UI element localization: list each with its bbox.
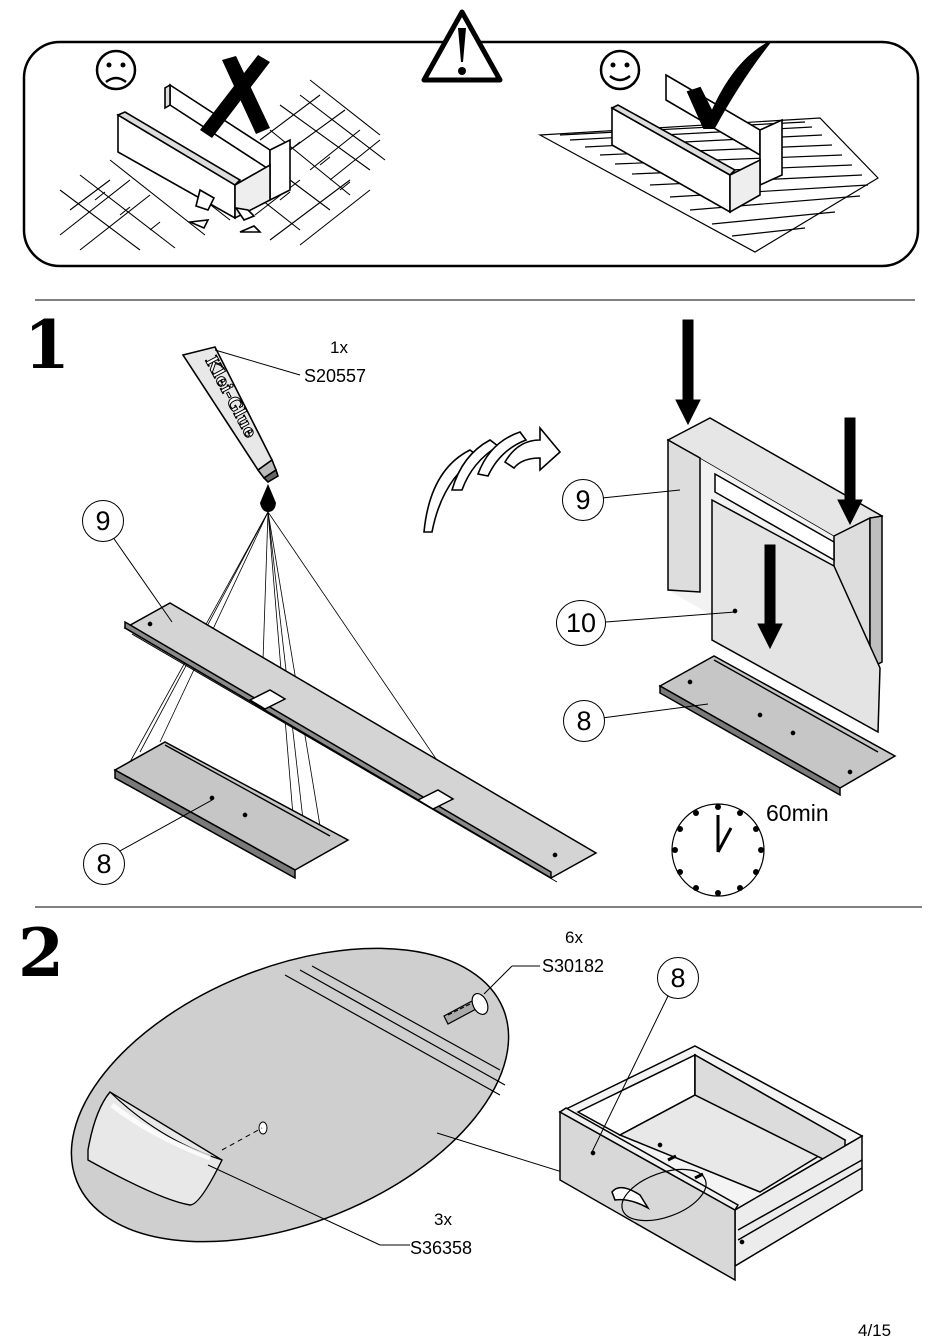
- wrong-cross-icon: [200, 55, 270, 138]
- leader-9-left: [109, 532, 173, 623]
- smiley-face-icon: [599, 49, 641, 91]
- rotate-arrow-icon: [423, 425, 562, 533]
- warning-triangle-icon: [421, 9, 503, 83]
- warning-panel: [22, 9, 920, 268]
- correct-check-icon: [686, 41, 771, 129]
- screw-quantity: 6x: [565, 928, 583, 947]
- hard-floor: [59, 79, 386, 251]
- dowel-leader: [207, 1164, 381, 1246]
- part-callout-8-step2: 8: [657, 957, 699, 999]
- leader-8-left: [117, 799, 213, 853]
- screw-part-code: S30182: [542, 956, 605, 976]
- part-callout-9-left: 9: [82, 500, 124, 542]
- leader-9-right: [601, 489, 681, 499]
- leader-8-step2: [591, 995, 669, 1153]
- clock-icon: [671, 803, 765, 897]
- leader-10-right: [605, 611, 736, 623]
- sad-face-icon: [95, 49, 137, 91]
- screw-leader: [483, 965, 513, 995]
- glue-part-code: S20557: [304, 366, 367, 386]
- page-number: 4/15: [858, 1321, 892, 1340]
- leader-8-right: [601, 703, 709, 719]
- step-number-1: 1: [24, 306, 70, 384]
- glue-quantity: 1x: [330, 338, 348, 357]
- screw-icon: [443, 993, 489, 1025]
- push-down-arrows: [675, 319, 863, 650]
- drawer-box: [558, 1045, 864, 1282]
- assembled-frame: [666, 417, 884, 734]
- glue-drop-icon: [260, 484, 276, 512]
- base-panel-8-right: [658, 655, 897, 797]
- rail-part-9: [123, 602, 598, 883]
- part-callout-8-left: 8: [83, 843, 125, 885]
- step-number-2: 2: [18, 914, 64, 992]
- part-callout-10-right: 10: [556, 600, 606, 646]
- part-callout-9-right: 9: [562, 479, 604, 521]
- part-callout-8-right: 8: [563, 700, 605, 742]
- magnified-detail: [70, 947, 510, 1243]
- glue-tube: Klei-Glue: [181, 346, 279, 484]
- base-panel-8-left: [113, 741, 350, 880]
- glue-leader: [214, 349, 301, 376]
- dry-time-label: 60min: [766, 800, 829, 826]
- dowel-quantity: 3x: [434, 1210, 452, 1229]
- dowel-part-code: S36358: [410, 1238, 473, 1258]
